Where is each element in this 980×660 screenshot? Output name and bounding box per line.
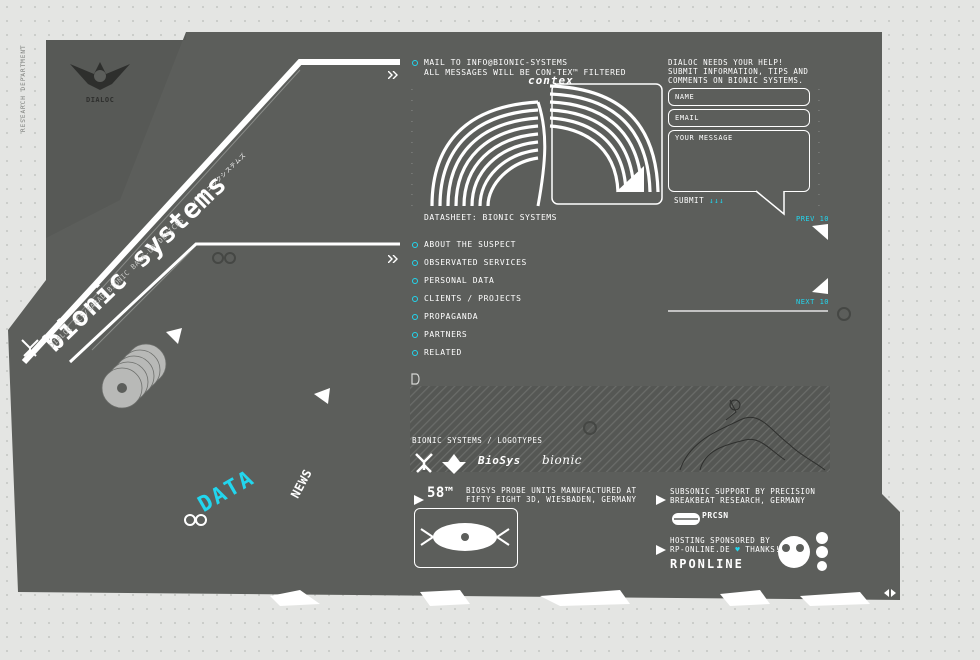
tick-column-left: ———————————— bbox=[411, 87, 413, 207]
mascot-icon bbox=[776, 528, 836, 576]
contex-graphic bbox=[428, 82, 664, 208]
nav-bullet-icon bbox=[412, 349, 418, 356]
nav-label: RELATED bbox=[424, 348, 462, 357]
disc-stack bbox=[94, 342, 174, 422]
prev-button[interactable]: PREV 10 bbox=[796, 215, 830, 223]
credit-audio-line-1: SUBSONIC SUPPORT BY PRECISION bbox=[670, 487, 816, 496]
datasheet-title: DATASHEET: BIONIC SYSTEMS bbox=[424, 213, 557, 222]
submit-button[interactable]: SUBMIT ↓↓↓ bbox=[674, 196, 724, 205]
mail-line-1[interactable]: MAIL TO INFO@BIONIC-SYSTEMS bbox=[412, 58, 568, 67]
nav-label: PARTNERS bbox=[424, 330, 468, 339]
heart-icon: ♥ bbox=[735, 545, 741, 554]
play-icon-audio bbox=[656, 490, 666, 509]
logotype-icons bbox=[414, 452, 470, 478]
tick-column-right: ———————————— bbox=[818, 87, 820, 207]
eagle-logo bbox=[68, 54, 132, 94]
nav-bullet-icon bbox=[412, 331, 418, 338]
mail-line-2: ALL MESSAGES WILL BE CON-TEX™ FILTERED bbox=[424, 68, 627, 77]
double-arrow-icon-2 bbox=[387, 248, 398, 267]
nav-label: ABOUT THE SUSPECT bbox=[424, 240, 517, 249]
refresh-icon bbox=[836, 306, 852, 326]
play-icon-hosting bbox=[656, 540, 666, 559]
rponline-logo: RPONLINE bbox=[670, 557, 744, 571]
nav-bullet-icon bbox=[412, 259, 418, 266]
logo-text: DIALOC bbox=[86, 96, 115, 104]
nav-services[interactable]: OBSERVATED SERVICES bbox=[412, 258, 527, 267]
nav-label: OBSERVATED SERVICES bbox=[424, 258, 527, 267]
message-input[interactable] bbox=[668, 130, 810, 192]
bottom-decor bbox=[270, 590, 870, 606]
prcsn-logo-mark bbox=[672, 510, 700, 529]
prcsn-logo: PRCSN bbox=[702, 511, 729, 520]
nav-clients[interactable]: CLIENTS / PROJECTS bbox=[412, 294, 522, 303]
form-intro-3: COMMENTS ON BIONIC SYSTEMS. bbox=[668, 76, 804, 85]
form-intro-2: SUBMIT INFORMATION, TIPS AND bbox=[668, 67, 809, 76]
nav-related[interactable]: RELATED bbox=[412, 348, 462, 357]
mail-icon bbox=[412, 59, 418, 66]
nav-label: PERSONAL DATA bbox=[424, 276, 495, 285]
rp-online-link[interactable]: RP-ONLINE.DE bbox=[670, 545, 731, 554]
d-mark-icon bbox=[411, 370, 421, 389]
credit-hosting-line-2: RP-ONLINE.DE ♥ THANKS! bbox=[670, 545, 780, 554]
nav-bullet-icon bbox=[412, 241, 418, 248]
thanks-text: THANKS! bbox=[745, 545, 781, 554]
submit-arrows-icon: ↓↓↓ bbox=[709, 196, 725, 205]
nav-label: CLIENTS / PROJECTS bbox=[424, 294, 522, 303]
credit-hosting-line-1: HOSTING SPONSORED BY bbox=[670, 536, 771, 545]
play-icon-58 bbox=[414, 490, 424, 509]
nav-label: PROPAGANDA bbox=[424, 312, 479, 321]
probe-unit-image bbox=[414, 508, 518, 568]
nav-partners[interactable]: PARTNERS bbox=[412, 330, 467, 339]
contex-logo: contex bbox=[528, 74, 574, 87]
bionic-icon bbox=[20, 338, 40, 362]
cc-icon bbox=[184, 512, 208, 531]
credit-58-line-1: BIOSYS PROBE UNITS MANUFACTURED AT bbox=[466, 486, 637, 495]
submit-label: SUBMIT bbox=[674, 196, 705, 205]
corner-arrows-icon bbox=[884, 582, 896, 601]
wireframe-figure bbox=[679, 399, 826, 471]
nav-propaganda[interactable]: PROPAGANDA bbox=[412, 312, 478, 321]
email-input[interactable] bbox=[668, 109, 810, 127]
name-input[interactable] bbox=[668, 88, 810, 106]
nav-bullet-icon bbox=[412, 277, 418, 284]
nav-bullet-icon bbox=[412, 295, 418, 302]
logotype-bionic: bionic bbox=[542, 453, 583, 467]
refresh-icon-banner bbox=[582, 420, 598, 440]
next-button[interactable]: NEXT 10 bbox=[796, 298, 830, 306]
nav-personal-data[interactable]: PERSONAL DATA bbox=[412, 276, 494, 285]
double-arrow-icon bbox=[387, 64, 398, 83]
nav-bullet-icon bbox=[412, 313, 418, 320]
cc-icon-top bbox=[212, 250, 238, 269]
credit-58-line-2: FIFTY EIGHT 3D, WIESBADEN, GERMANY bbox=[466, 495, 637, 504]
credit-audio-line-2: BREAKBEAT RESEARCH, GERMANY bbox=[670, 496, 806, 505]
logotype-biosys: BioSys bbox=[478, 454, 521, 467]
form-intro-1: DIALOC NEEDS YOUR HELP! bbox=[668, 58, 784, 67]
logotypes-title: BIONIC SYSTEMS / LOGOTYPES bbox=[412, 436, 543, 445]
badge-58: 58™ bbox=[427, 485, 454, 501]
mail-text: MAIL TO INFO@BIONIC-SYSTEMS bbox=[424, 58, 568, 67]
nav-about[interactable]: ABOUT THE SUSPECT bbox=[412, 240, 516, 249]
speech-tail bbox=[756, 190, 785, 216]
